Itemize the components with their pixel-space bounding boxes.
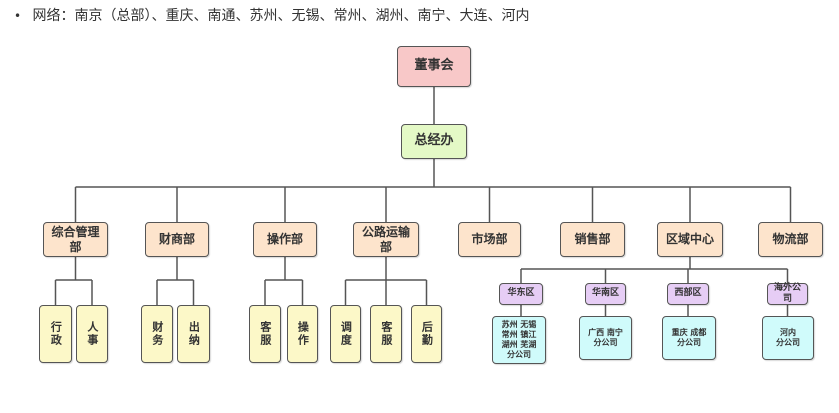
team-box: 客服 <box>249 305 281 363</box>
team-box: 出纳 <box>177 305 210 363</box>
department-box: 销售部 <box>560 222 625 257</box>
region-box: 华东区 <box>499 283 543 305</box>
network-text: 网络：南京（总部）、重庆、南通、苏州、无锡、常州、湖州、南宁、大连、河内 <box>32 8 530 24</box>
department-box: 财商部 <box>145 222 209 257</box>
team-box: 操作 <box>287 305 318 363</box>
team-box: 财务 <box>141 305 173 363</box>
branch-box: 苏州 无锡 常州 镇江 湖州 芜湖 分公司 <box>492 316 546 364</box>
department-box: 区域中心 <box>657 222 723 257</box>
bullet-icon: • <box>14 9 22 23</box>
branch-box: 重庆 成都 分公司 <box>662 316 716 360</box>
region-box: 华南区 <box>585 283 626 305</box>
board-box: 董事会 <box>397 46 471 87</box>
region-box: 西部区 <box>667 283 709 305</box>
team-box: 客服 <box>370 305 402 363</box>
team-box: 人事 <box>76 305 108 363</box>
branch-box: 广西 南宁 分公司 <box>579 316 632 360</box>
department-box: 操作部 <box>253 222 317 257</box>
team-box: 后勤 <box>411 305 442 363</box>
team-box: 调度 <box>330 305 361 363</box>
branch-box: 河内 分公司 <box>762 316 814 360</box>
team-box: 行政 <box>39 305 72 363</box>
department-box: 综合管理部 <box>43 222 108 257</box>
department-box: 市场部 <box>458 222 521 257</box>
network-list: • 网络：南京（总部）、重庆、南通、苏州、无锡、常州、湖州、南宁、大连、河内 <box>14 5 529 25</box>
department-box: 公路运输部 <box>353 222 419 257</box>
general-office-box: 总经办 <box>401 124 467 159</box>
department-box: 物流部 <box>758 222 823 257</box>
region-box: 海外公司 <box>767 283 808 305</box>
